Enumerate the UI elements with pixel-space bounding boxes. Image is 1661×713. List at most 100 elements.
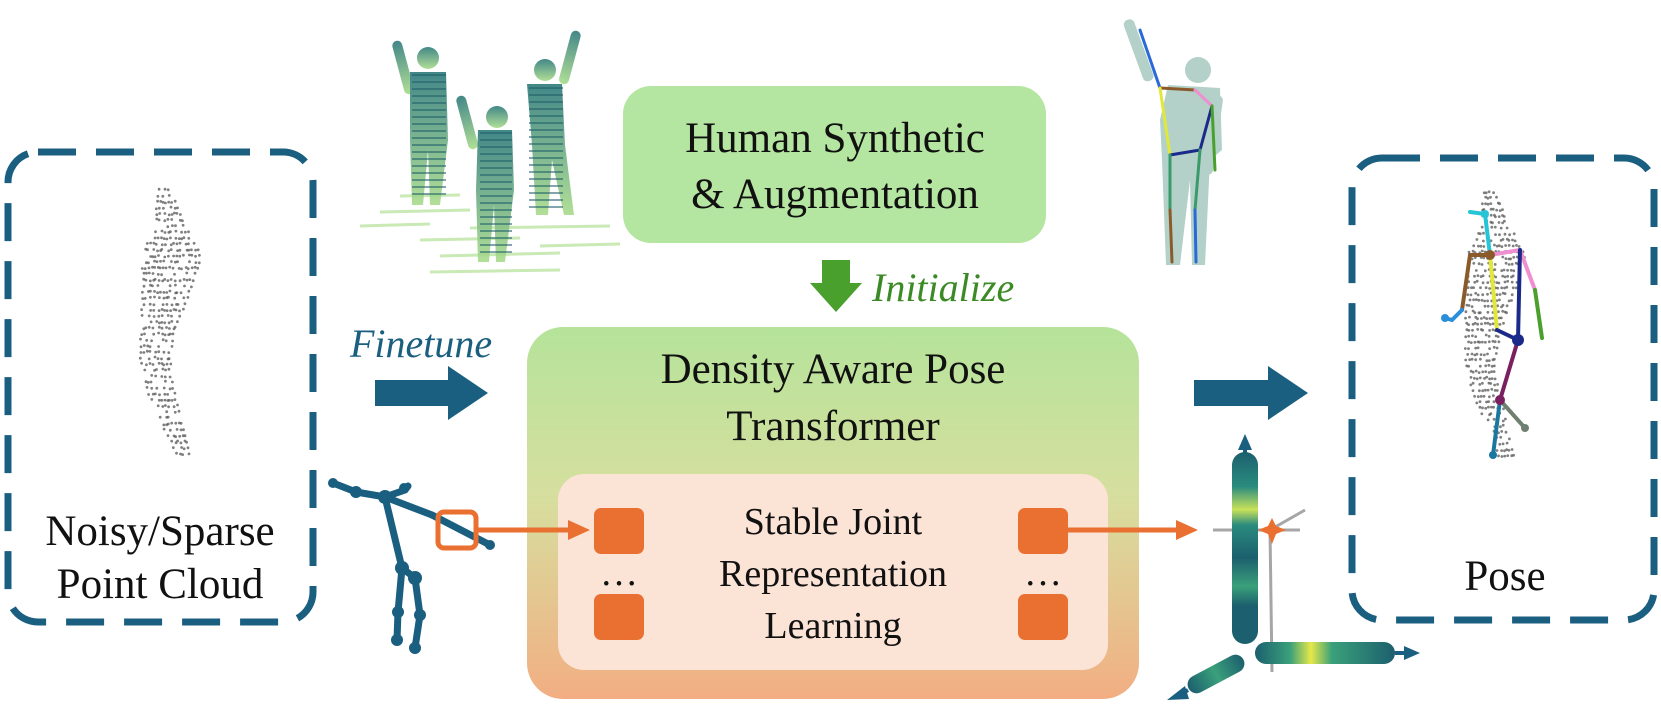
- point-cloud-dot: [1497, 215, 1501, 219]
- point-cloud-dot: [1512, 255, 1516, 259]
- point-cloud-dot: [162, 427, 166, 431]
- point-cloud-dot: [179, 452, 182, 456]
- point-cloud-dot: [1483, 377, 1486, 380]
- point-cloud-dot: [155, 320, 159, 323]
- joint-module-line2: Representation: [719, 553, 947, 595]
- point-cloud-dot: [170, 399, 174, 402]
- point-cloud-dot: [1480, 249, 1484, 253]
- point-cloud-dot: [178, 241, 182, 245]
- point-cloud-dot: [1507, 239, 1511, 242]
- point-cloud-dot: [1487, 340, 1491, 344]
- point-cloud-dot: [158, 393, 161, 397]
- point-cloud-dot: [170, 345, 174, 348]
- point-cloud-dot: [188, 253, 191, 257]
- point-cloud-dot: [1471, 370, 1475, 374]
- point-cloud-dot: [1493, 389, 1497, 392]
- point-cloud-dot: [1478, 405, 1482, 409]
- point-cloud-dot: [165, 326, 168, 329]
- point-cloud-dot: [1503, 280, 1507, 284]
- point-cloud-dot: [177, 237, 181, 241]
- point-cloud-dot: [160, 243, 164, 247]
- point-cloud-dot: [1515, 244, 1518, 247]
- point-cloud-dot: [170, 314, 173, 318]
- initialize-label: Initialize: [871, 265, 1014, 310]
- point-cloud-dot: [1479, 357, 1482, 361]
- point-cloud-dot: [1484, 340, 1487, 344]
- output-token-ellipsis: …: [1024, 552, 1062, 594]
- point-cloud-dot: [1483, 299, 1486, 303]
- point-cloud-dot: [1505, 311, 1508, 315]
- point-cloud-dot: [161, 200, 165, 204]
- point-cloud-dot: [1507, 263, 1511, 266]
- point-cloud-dot: [156, 284, 160, 287]
- point-cloud-dot: [1511, 286, 1515, 290]
- point-cloud-dot: [191, 279, 195, 283]
- input-panel: Noisy/Sparse Point Cloud: [4, 148, 317, 626]
- point-cloud-dot: [1484, 388, 1487, 392]
- point-cloud-dot: [1484, 364, 1488, 368]
- point-cloud-dot: [1469, 341, 1473, 344]
- point-cloud-dot: [1482, 316, 1486, 319]
- point-cloud-dot: [183, 434, 187, 438]
- point-cloud-dot: [144, 278, 148, 282]
- point-cloud-dot: [182, 307, 185, 311]
- point-cloud-dot: [1475, 401, 1479, 405]
- point-cloud-dot: [1489, 382, 1493, 385]
- point-cloud-dot: [179, 291, 183, 295]
- point-cloud-dot: [1484, 195, 1488, 199]
- point-cloud-dot: [1493, 377, 1497, 381]
- point-cloud-dot: [1501, 419, 1505, 423]
- point-cloud-dot: [160, 321, 164, 324]
- point-cloud-dot: [1504, 417, 1507, 421]
- point-cloud-dot: [188, 260, 191, 264]
- point-cloud-dot: [175, 291, 179, 294]
- point-cloud-dot: [171, 266, 175, 270]
- point-cloud-dot: [1472, 286, 1475, 289]
- point-cloud-dot: [170, 260, 173, 263]
- point-cloud-dot: [190, 285, 193, 289]
- point-cloud-dot: [160, 229, 164, 233]
- point-cloud-dot: [178, 279, 182, 283]
- point-cloud-dot: [140, 314, 144, 317]
- point-cloud-dot: [173, 279, 177, 283]
- point-cloud-dot: [1501, 221, 1504, 225]
- point-cloud-dot: [161, 338, 165, 342]
- point-cloud-dot: [182, 253, 185, 257]
- point-cloud-dot: [1503, 449, 1506, 453]
- point-cloud-dot: [1503, 275, 1507, 279]
- point-cloud-dot: [190, 266, 194, 270]
- point-cloud-dot: [1485, 375, 1489, 379]
- point-cloud-dot: [1486, 292, 1489, 296]
- point-cloud-dot: [1464, 335, 1468, 339]
- point-cloud-dot: [176, 260, 179, 264]
- point-cloud-dot: [153, 259, 156, 263]
- point-cloud-dot: [1499, 425, 1502, 429]
- point-cloud-dot: [1492, 345, 1496, 349]
- point-cloud-dot: [148, 350, 152, 353]
- point-cloud-dot: [146, 344, 150, 348]
- output-label: Pose: [1464, 553, 1545, 600]
- point-cloud-dot: [1467, 250, 1471, 254]
- point-cloud-dot: [1512, 232, 1516, 236]
- point-cloud-dot: [169, 309, 173, 312]
- point-cloud-dot: [1490, 304, 1494, 308]
- point-cloud-dot: [1495, 244, 1499, 248]
- point-cloud-dot: [153, 355, 157, 359]
- point-cloud-dot: [1497, 454, 1500, 458]
- point-cloud-dot: [1486, 304, 1490, 308]
- point-cloud-dot: [161, 194, 165, 198]
- scan-figure-2: [456, 95, 514, 262]
- point-cloud-dot: [1489, 195, 1492, 199]
- joint-star-icon: [1258, 518, 1286, 544]
- point-cloud-dot: [1482, 191, 1486, 195]
- point-cloud-dot: [1467, 340, 1470, 344]
- point-cloud-dot: [167, 200, 171, 204]
- point-cloud-dot: [1482, 245, 1486, 248]
- point-cloud-dot: [166, 393, 170, 396]
- point-cloud-dot: [147, 325, 151, 329]
- point-cloud-dot: [1491, 207, 1495, 211]
- point-cloud-dot: [1470, 352, 1474, 356]
- point-cloud-dot: [1481, 281, 1485, 285]
- point-cloud-dot: [1504, 244, 1507, 247]
- point-cloud-dot: [1501, 255, 1505, 259]
